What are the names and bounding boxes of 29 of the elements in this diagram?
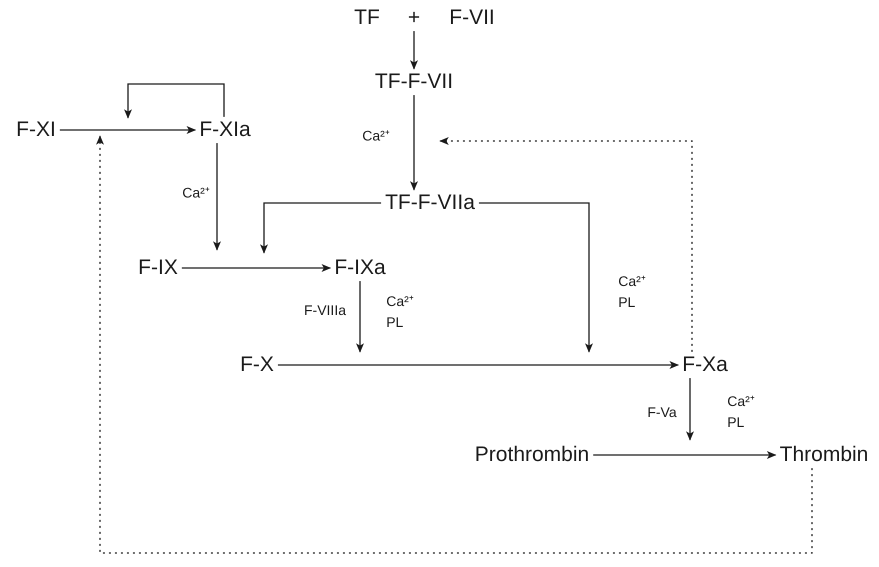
arrow: [356, 281, 364, 353]
factor-label: F-IX: [138, 256, 178, 280]
arrow: [124, 83, 225, 119]
factor-label: TF-F-VII: [374, 70, 454, 94]
factor-label: Thrombin: [780, 442, 868, 468]
factor-label: TF-F-VIIa: [385, 190, 475, 216]
factor-label: F-XIa: [199, 118, 251, 142]
factor-label: TF: [354, 6, 380, 30]
dotted-arrow: [96, 135, 813, 554]
arrow: [213, 143, 221, 251]
factor-label: F-Xa: [682, 352, 728, 378]
arrow: [410, 95, 418, 191]
factor-label: F-X: [240, 352, 274, 378]
plus-sign: +: [408, 6, 420, 30]
factor-label: F-IXa: [334, 256, 386, 280]
factor-label: F-XI: [16, 118, 56, 142]
arrow: [60, 126, 196, 134]
arrow: [686, 378, 694, 441]
arrow: [410, 31, 418, 70]
dotted-arrow: [439, 137, 693, 352]
arrow: [182, 264, 332, 272]
arrow: [278, 361, 680, 369]
arrow: [593, 451, 776, 459]
cofactor-label: F-Va: [647, 404, 677, 420]
factor-label: Prothrombin: [474, 442, 590, 468]
factor-label: F-VII: [449, 6, 495, 30]
arrow: [478, 202, 593, 353]
cofactor-label: F-VIIIa: [304, 302, 346, 318]
arrow: [260, 202, 382, 254]
